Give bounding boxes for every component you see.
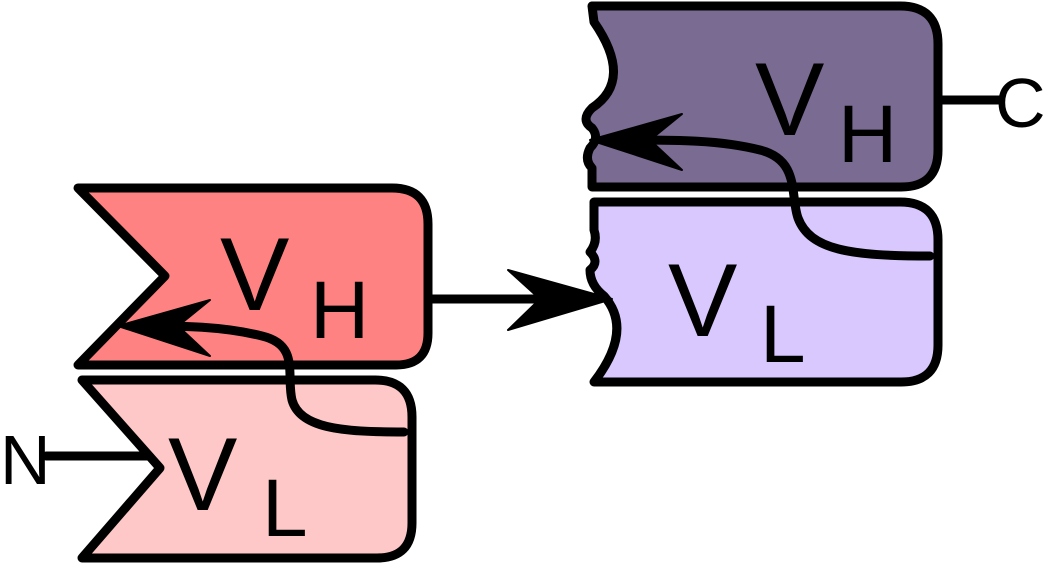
vh-left-sub: H	[310, 265, 369, 356]
vh-left-v: V	[220, 217, 289, 333]
vl-right-v: V	[668, 243, 737, 359]
linker-right-arrowhead	[589, 113, 683, 171]
linker-left	[145, 321, 409, 437]
vh-right-sub: H	[838, 89, 897, 180]
vl-left-sub: L	[262, 463, 308, 554]
vl-domain-left	[77, 375, 417, 563]
linker-left-arrowhead	[117, 299, 211, 357]
vl-left-v: V	[168, 417, 237, 533]
vl-right-sub: L	[760, 289, 806, 380]
vl-left-label: V L	[168, 417, 308, 554]
vl-right-label: V L	[668, 243, 806, 380]
c-terminus-label: C	[995, 64, 1046, 142]
vh-right-label: V H	[755, 42, 897, 180]
connecting-arrowhead	[507, 269, 613, 331]
linker-right	[615, 135, 935, 261]
n-terminus-label: N	[0, 421, 51, 499]
vh-left-label: V H	[220, 217, 369, 356]
vh-right-v: V	[755, 42, 824, 158]
